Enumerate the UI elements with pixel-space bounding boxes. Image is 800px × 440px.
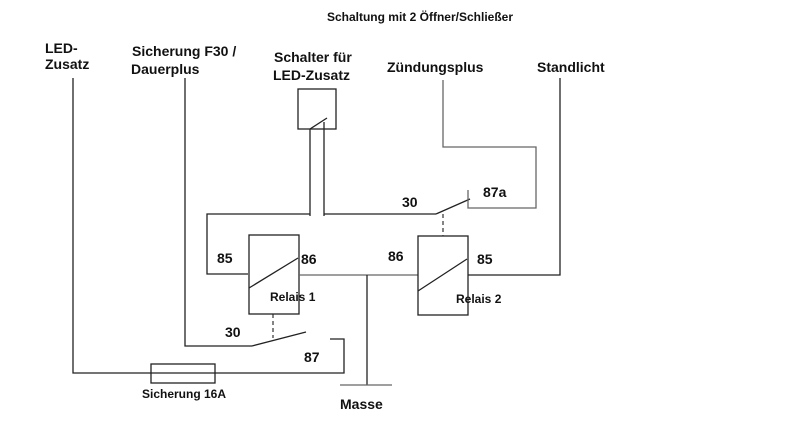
relais2-pin-85: 85 xyxy=(477,251,493,267)
relais1-pin-30: 30 xyxy=(225,324,241,340)
label-led-zusatz-line2: Zusatz xyxy=(45,56,89,72)
label-schalter-line2: LED-Zusatz xyxy=(273,67,350,83)
relais1-label: Relais 1 xyxy=(270,290,316,304)
schalter-led-zusatz[interactable] xyxy=(297,88,337,130)
wire-zuendungsplus xyxy=(442,80,537,209)
label-sicherung-f30-line2: Dauerplus xyxy=(131,61,200,77)
relais2-pin-30: 30 xyxy=(402,194,418,210)
wire-bus-to-r1-85 xyxy=(206,213,310,275)
wire-standlicht xyxy=(468,78,561,276)
relais2-pin-86: 86 xyxy=(388,248,404,264)
label-masse: Masse xyxy=(340,396,383,412)
label-standlicht: Standlicht xyxy=(537,59,605,75)
relais1-coil-box xyxy=(248,234,300,315)
label-sicherung-f30-line1: Sicherung F30 / xyxy=(132,43,236,59)
diagram-title: Schaltung mit 2 Öffner/Schließer xyxy=(327,9,513,24)
relais2-label: Relais 2 xyxy=(456,292,502,306)
relais2-coil-symbol xyxy=(417,258,468,292)
label-zuendungsplus: Zündungsplus xyxy=(387,59,484,75)
wire-sicherung-f30 xyxy=(184,78,252,347)
relais1-pin-85: 85 xyxy=(217,250,233,266)
wire-led-zusatz xyxy=(72,78,148,374)
label-led-zusatz-line1: LED- xyxy=(45,40,78,56)
relais2-pin-87a: 87a xyxy=(483,184,507,200)
relais1-switch-contact xyxy=(251,331,307,347)
label-schalter-line1: Schalter für xyxy=(274,49,352,65)
relais2-switch-contact xyxy=(435,198,471,215)
relais1-pin-86: 86 xyxy=(301,251,317,267)
relais1-coil-symbol xyxy=(248,257,299,289)
relais1-pin-87: 87 xyxy=(304,349,320,365)
schalter-contact xyxy=(309,117,328,130)
label-sicherung-16a: Sicherung 16A xyxy=(142,387,226,401)
wire-fuse-to-87 xyxy=(148,338,345,374)
